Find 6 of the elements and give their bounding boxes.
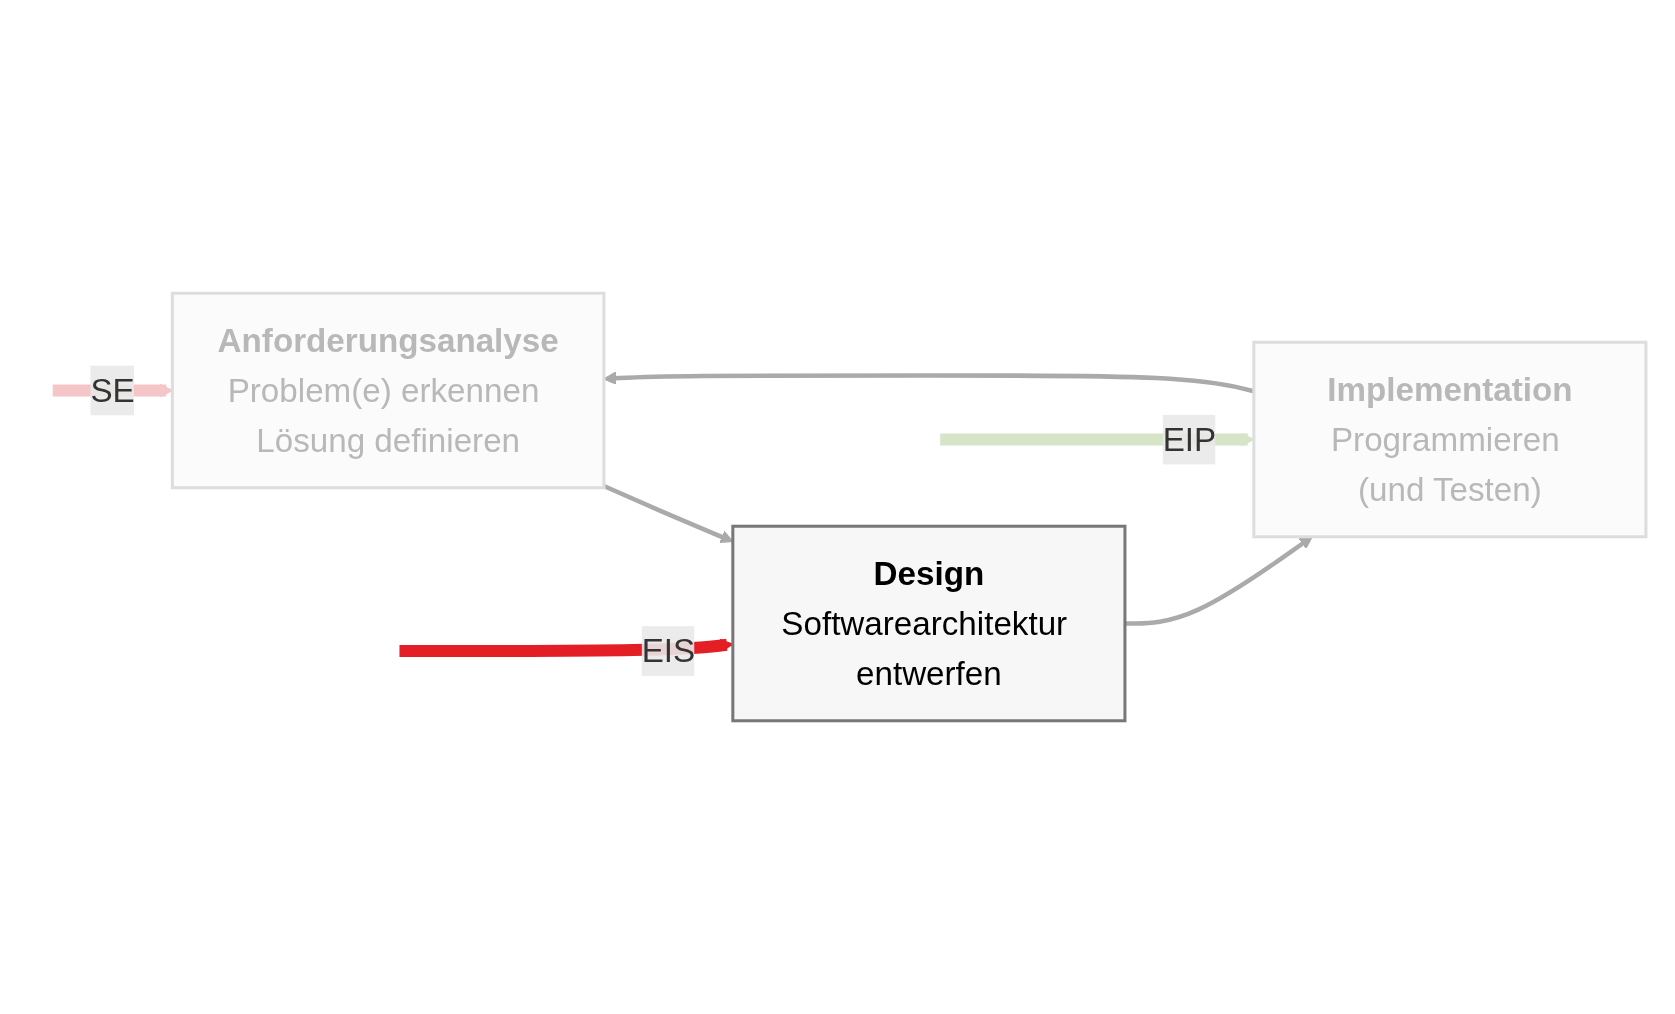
edge-label: SE <box>89 371 135 410</box>
edge-label: EIS <box>641 632 695 670</box>
node-box: Design Softwarearchitektur entwerfen <box>730 524 1126 723</box>
node-box: Anforderungsanalyse Problem(e) erkennen Lösung definieren <box>170 291 605 490</box>
edge-label: EIP <box>1162 420 1216 459</box>
node-box: Implementation Programmieren (und Testen) <box>1251 340 1647 539</box>
